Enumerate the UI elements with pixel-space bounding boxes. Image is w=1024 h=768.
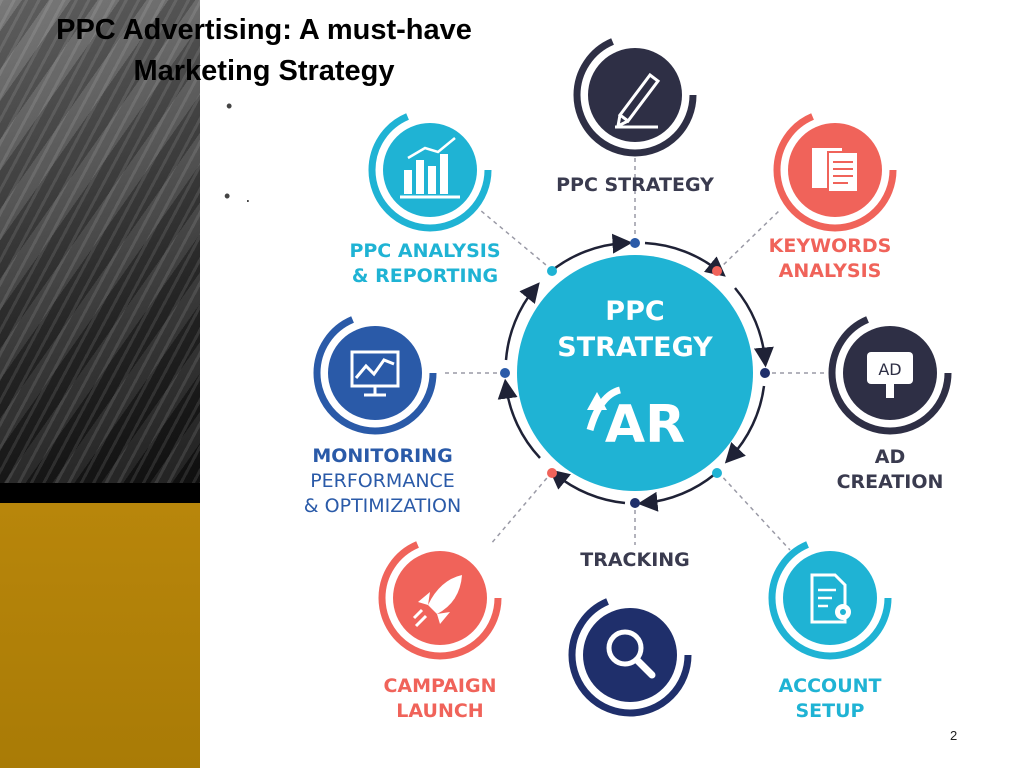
bullet-2: • . xyxy=(224,186,251,206)
pencil-icon xyxy=(615,72,661,129)
node-ppc-strategy xyxy=(573,33,697,157)
center-title-line2: STRATEGY xyxy=(557,332,713,363)
node-tracking xyxy=(568,593,692,717)
label-monitoring: MONITORING PERFORMANCE & OPTIMIZATION xyxy=(303,445,462,517)
left-decor-panel xyxy=(0,0,200,768)
diagram-graphics: PPC STRATEGY AR xyxy=(313,33,952,717)
bullet-1: • xyxy=(226,96,233,116)
ppc-strategy-diagram: PPC STRATEGY AR xyxy=(290,30,970,730)
bar-chart-icon xyxy=(400,137,460,199)
page-number: 2 xyxy=(950,728,958,743)
gold-block xyxy=(0,503,200,768)
label-ppc-strategy: PPC STRATEGY xyxy=(556,174,714,196)
label-tracking: TRACKING xyxy=(580,549,690,571)
center-title-line1: PPC xyxy=(605,296,664,327)
node-ad-creation: AD xyxy=(828,311,952,435)
label-ppc-analysis: PPC ANALYSIS& REPORTING xyxy=(349,240,501,287)
slide-title: PPC Advertising: A must-have Marketing S… xyxy=(56,14,472,87)
brushed-metal-background xyxy=(0,0,200,483)
svg-text:AD: AD xyxy=(878,360,901,379)
ad-sign-icon: AD xyxy=(867,352,913,398)
center-hub: PPC STRATEGY AR xyxy=(517,255,753,491)
center-logo-text: AR xyxy=(605,395,685,455)
bullet-2-text: . xyxy=(245,186,251,206)
connector-lines xyxy=(445,150,825,551)
monitor-chart-icon xyxy=(350,350,400,397)
node-account-setup xyxy=(768,536,892,660)
magnifier-icon xyxy=(606,629,656,679)
ar-logo-icon: AR xyxy=(586,386,685,455)
orbit-dots xyxy=(500,238,770,508)
file-gear-icon xyxy=(810,573,851,624)
black-band xyxy=(0,483,200,503)
node-ppc-analysis xyxy=(368,108,492,232)
rocket-icon xyxy=(412,575,462,628)
node-keywords-analysis xyxy=(773,108,897,232)
document-icon xyxy=(812,148,859,193)
node-monitoring xyxy=(313,311,437,435)
node-campaign-launch xyxy=(378,536,502,660)
